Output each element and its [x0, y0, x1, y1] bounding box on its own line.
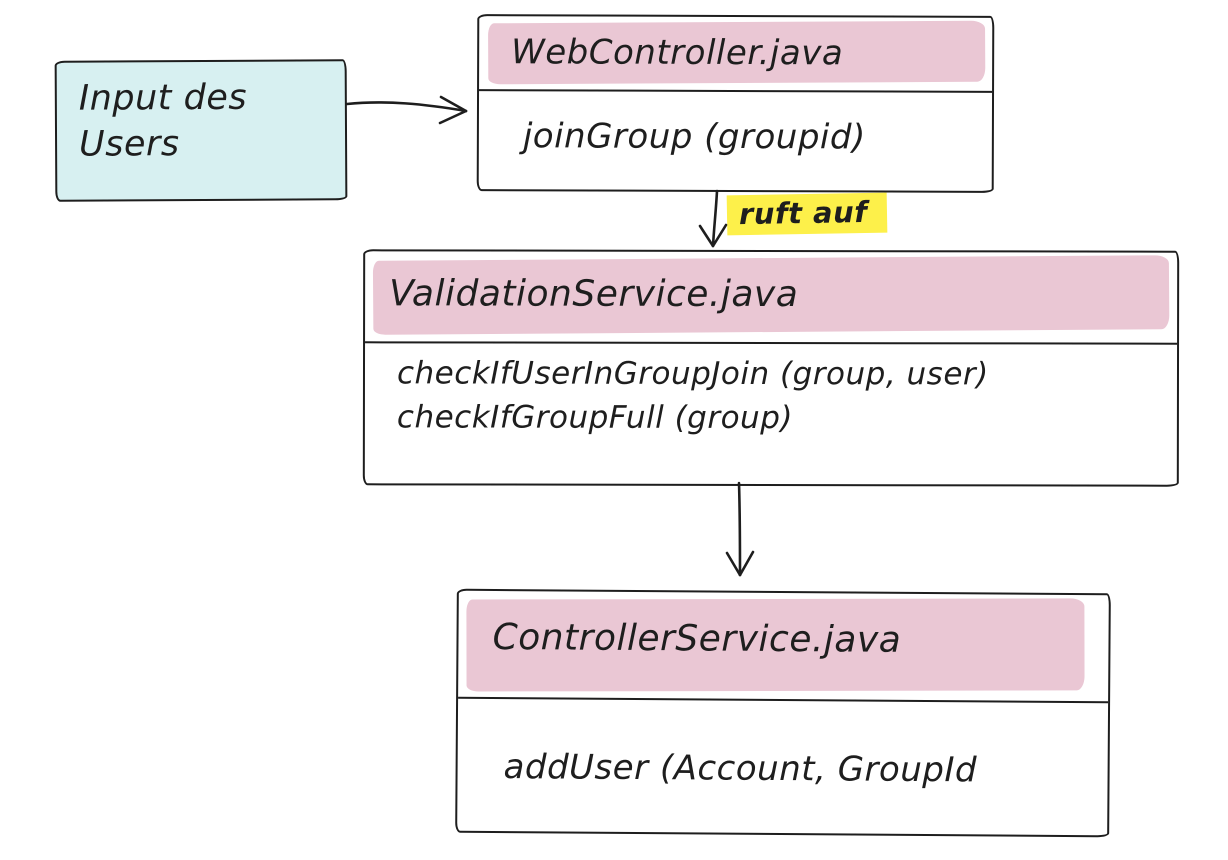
controllerservice-node: ControllerService.java addUser (Account,…	[455, 588, 1111, 838]
call-label: ruft auf	[738, 194, 868, 232]
call-label-highlight: ruft auf	[726, 192, 888, 236]
arrow-validationservice-to-controllerservice-head	[725, 550, 755, 577]
validationservice-title: ValidationService.java	[389, 273, 799, 316]
input-node-label-line2: Users	[78, 124, 180, 165]
validationservice-header: ValidationService.java	[365, 251, 1178, 345]
arrow-input-to-webcontroller-head	[438, 95, 468, 125]
arrow-validationservice-to-controllerservice	[737, 481, 742, 577]
webcontroller-method: joinGroup (groupid)	[522, 116, 866, 158]
arrow-input-to-webcontroller	[345, 101, 468, 113]
input-node: Input des Users	[54, 59, 348, 202]
controllerservice-title: ControllerService.java	[492, 616, 902, 661]
validationservice-node: ValidationService.java checkIfUserInGrou…	[362, 249, 1180, 487]
controllerservice-method: addUser (Account, GroupId	[503, 747, 978, 791]
webcontroller-header: WebController.java	[479, 16, 993, 93]
arrow-webcontroller-to-validationservice-head	[698, 223, 728, 248]
controllerservice-header: ControllerService.java	[458, 590, 1109, 704]
validationservice-method-1: checkIfUserInGroupJoin (group, user)	[396, 355, 989, 393]
input-node-label-line1: Input des	[78, 77, 248, 119]
webcontroller-title: WebController.java	[511, 32, 844, 74]
webcontroller-node: WebController.java joinGroup (groupid)	[476, 14, 995, 193]
validationservice-method-2: checkIfGroupFull (group)	[396, 399, 794, 437]
arrow-webcontroller-to-validationservice	[711, 189, 719, 248]
